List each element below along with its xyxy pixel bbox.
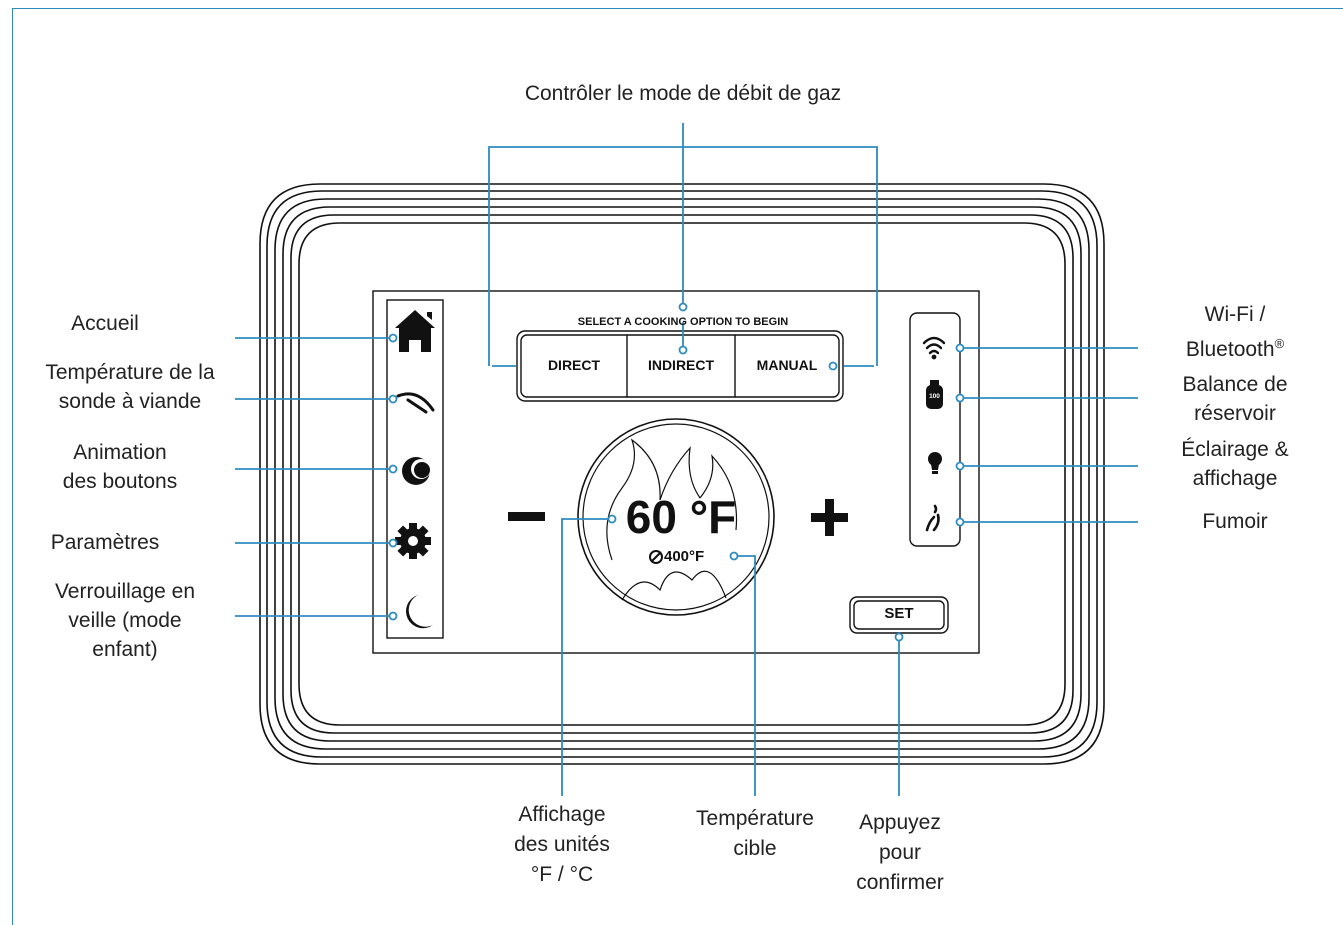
- gas-mode-label: Contrôler le mode de débit de gaz: [524, 82, 842, 105]
- lock-label-line2: veille (mode: [68, 609, 182, 632]
- device-screen: [372, 290, 980, 654]
- target-temperature: 400°F: [664, 548, 705, 565]
- wifi-label-text: Bluetooth: [1185, 338, 1275, 361]
- target-label-line1: Température: [696, 807, 814, 830]
- flame-icon: [925, 504, 940, 532]
- tank-level-label: 100: [929, 393, 940, 400]
- mode-direct-button[interactable]: DIRECT: [547, 357, 601, 373]
- temperature-dial: [577, 418, 775, 616]
- frame-left-line: [12, 8, 13, 925]
- current-temperature: 60 °F: [625, 491, 737, 543]
- lock-label-line1: Verrouillage en: [54, 580, 196, 603]
- callout-dots: [388, 302, 965, 642]
- propane-tank-icon: [926, 380, 943, 409]
- gear-icon: [395, 523, 431, 559]
- set-label: SET: [884, 605, 914, 622]
- wifi-icon: [922, 336, 946, 360]
- animation-label-line2: des boutons: [62, 470, 178, 493]
- bulb-icon: [928, 452, 942, 474]
- settings-label: Paramètres: [50, 531, 160, 554]
- light-label-line2: affichage: [1192, 467, 1278, 490]
- mode-button-group: [516, 330, 844, 402]
- target-icon: [649, 550, 663, 564]
- right-sidebar: [909, 312, 961, 547]
- units-label-line2: des unités: [514, 833, 610, 856]
- home-icon: [395, 310, 435, 352]
- moon-icon: [406, 595, 433, 629]
- meat-probe-icon: [396, 392, 435, 414]
- home-label: Accueil: [71, 312, 139, 335]
- smoker-label: Fumoir: [1202, 510, 1268, 533]
- probe-label-line2: sonde à viande: [58, 390, 202, 413]
- select-prompt: SELECT A COOKING OPTION TO BEGIN: [577, 316, 789, 328]
- mode-manual-button[interactable]: MANUAL: [756, 357, 818, 373]
- confirm-label-line2: pour: [878, 841, 922, 864]
- tank-label-line1: Balance de: [1182, 373, 1288, 396]
- confirm-label-line3: confirmer: [856, 871, 944, 894]
- light-label-line1: Éclairage &: [1181, 438, 1289, 461]
- target-label-line2: cible: [733, 837, 777, 860]
- lock-label-line3: enfant): [92, 638, 158, 661]
- registered-mark: ®: [1274, 336, 1285, 351]
- animation-icon: [402, 457, 431, 485]
- plus-button[interactable]: [811, 499, 848, 536]
- wifi-label-line1: Wi-Fi /: [1204, 303, 1266, 326]
- device-bezel: [259, 183, 1105, 765]
- mode-indirect-button[interactable]: INDIRECT: [647, 357, 715, 373]
- units-label-line1: Affichage: [518, 803, 606, 826]
- frame-top-line: [12, 8, 1343, 9]
- animation-label-line1: Animation: [73, 441, 167, 464]
- flame-background: [606, 438, 738, 601]
- confirm-label-line1: Appuyez: [859, 811, 941, 834]
- units-label-line3: °F / °C: [530, 863, 594, 886]
- wifi-label-line2: Bluetooth®: [1160, 329, 1310, 365]
- minus-button[interactable]: [508, 512, 545, 521]
- callout-lines: [235, 123, 1138, 796]
- tank-label-line2: réservoir: [1194, 402, 1276, 425]
- probe-label-line1: Température de la: [45, 361, 215, 384]
